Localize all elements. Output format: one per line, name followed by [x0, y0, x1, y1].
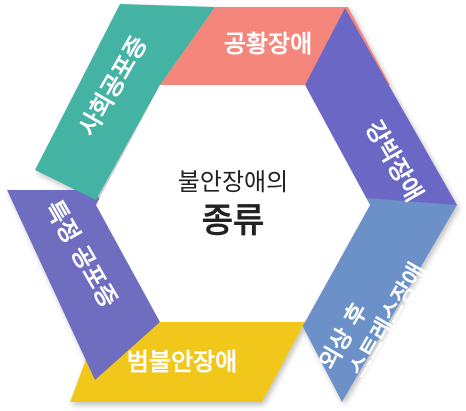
label-panic-disorder: 공황장애 [224, 30, 312, 58]
segment-social-phobia [35, 4, 215, 200]
segment-ocd [305, 8, 457, 215]
center-title-line1: 불안장애의 [178, 168, 288, 196]
segment-specific-phobia [7, 190, 160, 380]
label-gad: 범불안장애 [127, 348, 237, 376]
center-title-line2: 종류 [202, 201, 265, 241]
center-hexagon [96, 85, 370, 322]
